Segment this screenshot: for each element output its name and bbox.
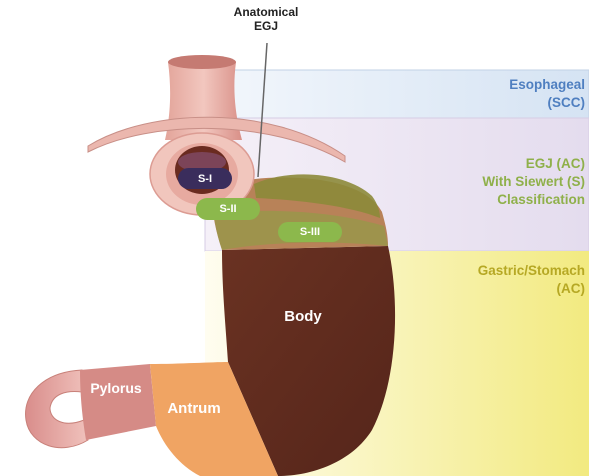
egj-zone-line2: With Siewert (S) bbox=[482, 173, 585, 191]
siewert-i-pill: S-I bbox=[178, 168, 232, 189]
siewert-ii-pill: S-II bbox=[196, 198, 260, 220]
esophagus-top-opening bbox=[168, 55, 236, 69]
siewert-iii-pill: S-III bbox=[278, 222, 342, 242]
pylorus-label: Pylorus bbox=[82, 380, 150, 396]
egj-zone-line3: Classification bbox=[482, 191, 585, 209]
antrum-label: Antrum bbox=[158, 400, 230, 417]
egj-zone-label: EGJ (AC) With Siewert (S) Classification bbox=[482, 155, 585, 210]
esophageal-zone-label: Esophageal (SCC) bbox=[509, 76, 585, 112]
egj-zone-line1: EGJ (AC) bbox=[482, 155, 585, 173]
body-label: Body bbox=[270, 308, 336, 325]
gastric-zone-line1: Gastric/Stomach bbox=[478, 262, 585, 280]
duodenum bbox=[26, 370, 88, 448]
egj-callout-label: Anatomical EGJ bbox=[218, 6, 314, 34]
egj-callout-line2: EGJ bbox=[218, 20, 314, 34]
gastric-zone-label: Gastric/Stomach (AC) bbox=[478, 262, 585, 298]
gastric-zone-line2: (AC) bbox=[478, 280, 585, 298]
esophageal-zone-line1: Esophageal bbox=[509, 76, 585, 94]
pylorus-region bbox=[80, 364, 156, 440]
esophageal-zone-line2: (SCC) bbox=[509, 94, 585, 112]
egj-callout-line1: Anatomical bbox=[218, 6, 314, 20]
